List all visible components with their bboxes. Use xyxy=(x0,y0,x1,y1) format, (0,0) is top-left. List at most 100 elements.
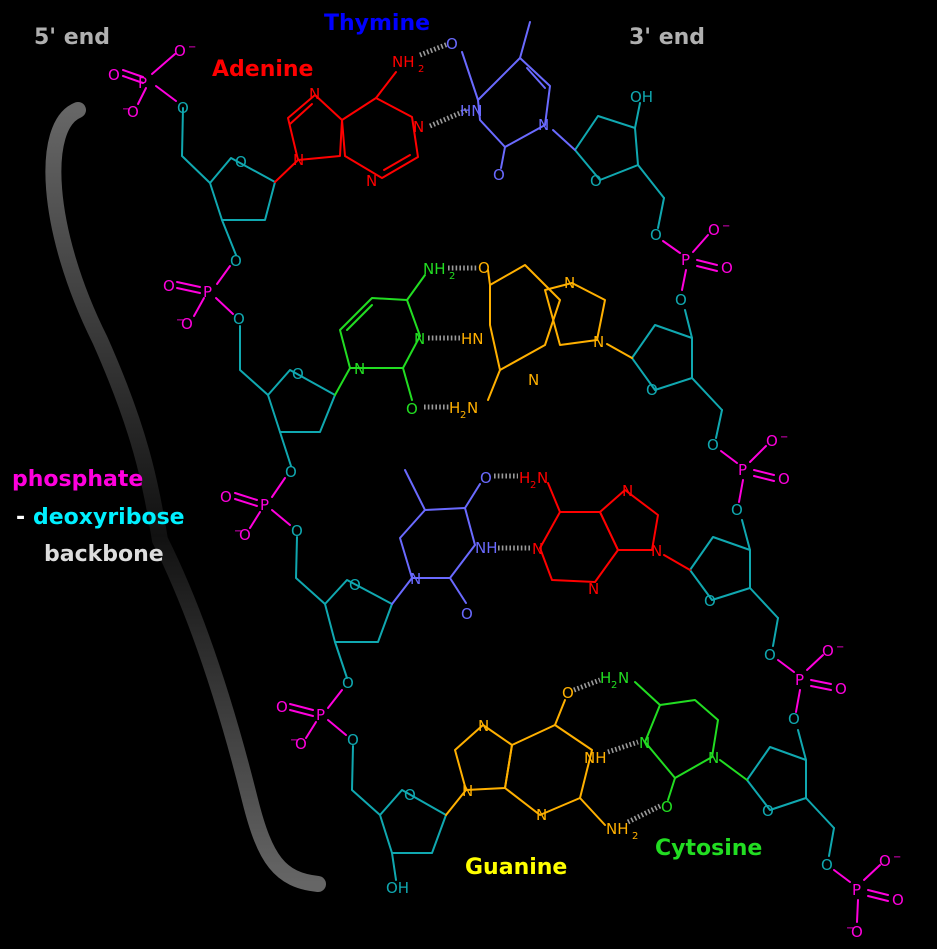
nitrogen-atom: N xyxy=(639,734,650,752)
thymine-base-row3 xyxy=(399,469,481,604)
phosphorus-atom: P xyxy=(316,706,325,724)
oxygen-atom: O xyxy=(127,103,139,121)
nitrogen-atom: N xyxy=(293,151,304,169)
charge-label: − xyxy=(780,432,788,443)
nitrogen-atom: N xyxy=(414,330,425,348)
oxygen-atom: O xyxy=(347,731,359,749)
oxygen-atom: O xyxy=(762,802,774,820)
oxygen-atom: O xyxy=(291,522,303,540)
nitrogen-atom: N xyxy=(528,371,539,389)
nitrogen-atom: N xyxy=(651,542,662,560)
imide-group: HN xyxy=(461,330,484,348)
phosphate-group xyxy=(176,265,234,317)
oxygen-atom: O xyxy=(650,226,662,244)
oxygen-atom: O xyxy=(646,381,658,399)
oxygen-atom: O xyxy=(590,172,602,190)
three-prime-end-label: 3' end xyxy=(629,25,705,50)
charge-label: − xyxy=(234,526,242,537)
charge-label: − xyxy=(836,642,844,653)
left-strand-backbone xyxy=(122,53,467,881)
oxygen-atom: O xyxy=(349,576,361,594)
oxygen-atom: O xyxy=(404,786,416,804)
amine-group: NH xyxy=(606,820,629,838)
nitrogen-atom: N xyxy=(462,782,473,800)
nitrogen-atom: N xyxy=(537,469,548,487)
nitrogen-atom: N xyxy=(588,580,599,598)
oxygen-atom: O xyxy=(446,35,458,53)
right-strand-backbone xyxy=(552,102,889,923)
imide-group: HN xyxy=(460,102,483,120)
phosphorus-atom: P xyxy=(138,74,147,92)
oxygen-atom: O xyxy=(879,852,891,870)
phosphorus-atom: P xyxy=(852,881,861,899)
cytosine-base-row4 xyxy=(634,681,719,801)
oxygen-atom: O xyxy=(174,42,186,60)
oxygen-atom: O xyxy=(478,259,490,277)
backbone-label-backbone: backbone xyxy=(44,542,164,567)
charge-label: − xyxy=(176,315,184,326)
oxygen-atom: O xyxy=(562,684,574,702)
imine-group: NH xyxy=(475,539,498,557)
nitrogen-atom: N xyxy=(708,749,719,767)
amine-group: NH xyxy=(392,53,415,71)
oxygen-atom: O xyxy=(675,291,687,309)
oxygen-atom: O xyxy=(892,891,904,909)
oxygen-atom: O xyxy=(835,680,847,698)
oxygen-atom: O xyxy=(851,923,863,941)
oxygen-atom: O xyxy=(766,432,778,450)
amine-h-label: H xyxy=(449,399,460,417)
guanine-label: Guanine xyxy=(465,855,567,880)
phosphorus-atom: P xyxy=(795,671,804,689)
oxygen-atom: O xyxy=(295,735,307,753)
amine-h-label: H xyxy=(519,469,530,487)
phosphate-group xyxy=(122,53,177,105)
oxygen-atom: O xyxy=(220,488,232,506)
phosphorus-atom: P xyxy=(203,283,212,301)
phosphate-group xyxy=(662,234,718,291)
nitrogen-atom: N xyxy=(366,172,377,190)
oxygen-atom: O xyxy=(661,798,673,816)
oxygen-atom: O xyxy=(822,642,834,660)
phosphate-group xyxy=(777,654,832,713)
oxygen-atom: O xyxy=(461,605,473,623)
backbone-label-phosphate: phosphate xyxy=(12,467,143,492)
nitrogen-atom: N xyxy=(618,669,629,687)
subscript: 2 xyxy=(418,64,424,75)
oxygen-atom: O xyxy=(406,400,418,418)
backbone-bracket xyxy=(45,102,326,892)
oxygen-atom: O xyxy=(108,66,120,84)
atom-labels: P O O − O − O P O O − O O P O O − O O P … xyxy=(108,35,904,941)
oxygen-atom: O xyxy=(778,470,790,488)
nitrogen-atom: N xyxy=(564,274,575,292)
hydroxyl-group: OH xyxy=(386,879,409,897)
nitrogen-atom: N xyxy=(593,333,604,351)
thymine-base-top xyxy=(461,21,551,169)
five-prime-end-label: 5' end xyxy=(34,25,110,50)
oxygen-atom: O xyxy=(821,856,833,874)
oxygen-atom: O xyxy=(239,526,251,544)
amine-h-label: H xyxy=(600,669,611,687)
oxygen-atom: O xyxy=(181,315,193,333)
diagram-labels: 5' end 3' end Thymine Adenine Guanine Cy… xyxy=(12,11,762,880)
oxygen-atom: O xyxy=(788,710,800,728)
guanine-base-row4 xyxy=(454,699,606,826)
oxygen-atom: O xyxy=(276,698,288,716)
amine-group: NH xyxy=(423,260,446,278)
nitrogen-atom: N xyxy=(467,399,478,417)
hydroxyl-group: OH xyxy=(630,88,653,106)
phosphate-group xyxy=(289,689,347,739)
oxygen-atom: O xyxy=(764,646,776,664)
nitrogen-atom: N xyxy=(478,717,489,735)
oxygen-atom: O xyxy=(163,277,175,295)
hydrogen-bonds xyxy=(419,41,662,825)
oxygen-atom: O xyxy=(708,221,720,239)
phosphate-group xyxy=(234,477,291,529)
phosphorus-atom: P xyxy=(738,461,747,479)
thymine-label: Thymine xyxy=(324,11,430,36)
imine-group: NH xyxy=(584,749,607,767)
oxygen-atom: O xyxy=(177,99,189,117)
charge-label: − xyxy=(188,42,196,53)
oxygen-atom: O xyxy=(480,469,492,487)
subscript: 2 xyxy=(449,271,455,282)
